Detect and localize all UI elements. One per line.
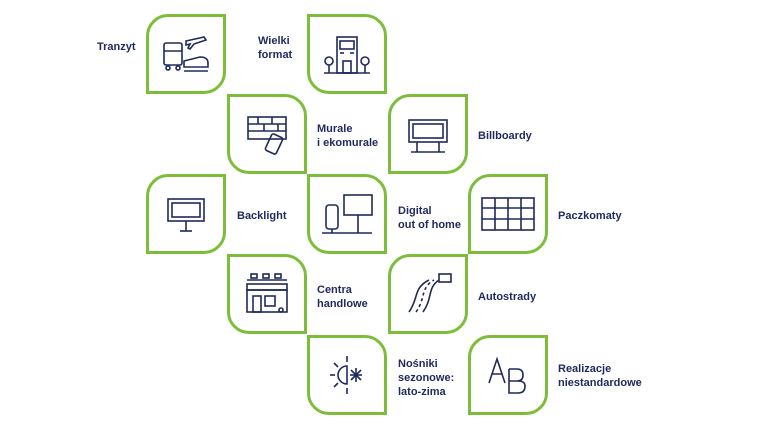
tile-niestandardowe[interactable] bbox=[468, 335, 548, 415]
parcel-locker-icon bbox=[481, 197, 535, 231]
tile-murale[interactable] bbox=[227, 94, 307, 174]
tile-wielki-format[interactable] bbox=[307, 14, 387, 94]
tile-dooh[interactable] bbox=[307, 174, 387, 254]
tile-paczkomaty[interactable] bbox=[468, 174, 548, 254]
billboard-icon bbox=[408, 119, 448, 153]
label-dooh: Digital out of home bbox=[398, 205, 461, 231]
tile-autostrady[interactable] bbox=[388, 254, 468, 334]
tile-sezonowe[interactable] bbox=[307, 335, 387, 415]
label-autostrady: Autostrady bbox=[478, 291, 537, 303]
tile-tranzyt[interactable] bbox=[146, 14, 226, 94]
label-backlight: Backlight bbox=[237, 210, 287, 222]
label-wielki-format: Wielki format bbox=[258, 35, 293, 61]
digital-screen-icon bbox=[322, 194, 373, 234]
highway-icon bbox=[408, 273, 452, 313]
label-niestandardowe: Realizacje niestandardowe bbox=[558, 363, 642, 389]
backlight-sign-icon bbox=[167, 198, 205, 232]
sun-snowflake-icon bbox=[330, 356, 362, 394]
label-centra: Centra handlowe bbox=[317, 284, 368, 310]
label-murale: Murale i ekomurale bbox=[317, 123, 379, 149]
ab-letters-icon bbox=[488, 356, 526, 394]
label-sezonowe: Nośniki sezonowe: lato-zima bbox=[398, 358, 455, 398]
tile-centra[interactable] bbox=[227, 254, 307, 334]
label-tranzyt: Tranzyt bbox=[97, 41, 136, 53]
tile-backlight[interactable] bbox=[146, 174, 226, 254]
mural-spray-icon bbox=[247, 116, 287, 155]
tile-billboardy[interactable] bbox=[388, 94, 468, 174]
label-paczkomaty: Paczkomaty bbox=[558, 210, 622, 222]
shopping-mall-icon bbox=[246, 273, 288, 313]
building-icon bbox=[324, 36, 370, 74]
transit-icon bbox=[163, 36, 209, 72]
label-billboardy: Billboardy bbox=[478, 130, 532, 142]
